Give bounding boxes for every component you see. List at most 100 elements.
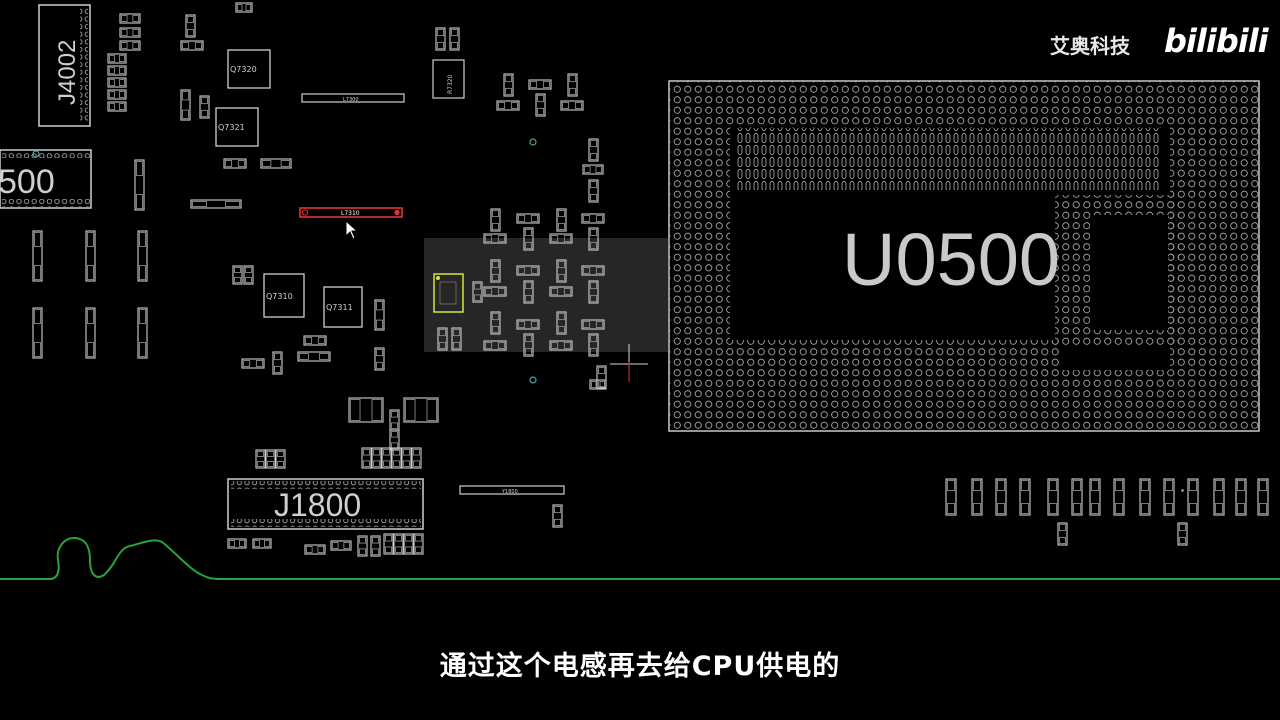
passive-component	[971, 478, 983, 516]
highlighted-ic-yellow[interactable]	[433, 273, 464, 313]
passive-component	[549, 233, 573, 244]
j4002-connector[interactable]: J4002	[38, 4, 91, 127]
passive-component	[451, 327, 462, 351]
passive-component	[374, 347, 385, 371]
passive-component	[255, 449, 266, 469]
passive-component	[304, 544, 326, 555]
passive-component	[528, 79, 552, 90]
passive-component	[297, 351, 331, 362]
passive-component	[235, 2, 253, 13]
passive-component	[393, 533, 404, 555]
passive-component	[374, 299, 385, 331]
l7300-inductor[interactable]: L7300	[301, 93, 405, 103]
passive-component	[560, 100, 584, 111]
q7310-mosfet[interactable]: Q7310	[263, 273, 305, 318]
passive-component	[1181, 489, 1184, 492]
passive-component	[1139, 478, 1151, 516]
passive-component	[241, 358, 265, 369]
passive-component	[1057, 522, 1068, 546]
passive-component	[403, 533, 414, 555]
passive-component	[535, 93, 546, 117]
passive-component	[232, 265, 243, 285]
j1800-connector[interactable]: J1800	[227, 478, 424, 530]
bilibili-logo: bilibili	[1164, 22, 1269, 60]
passive-component	[588, 333, 599, 357]
r7320-component[interactable]: R7320	[432, 59, 465, 99]
passive-component	[32, 230, 43, 282]
q7311-mosfet[interactable]: Q7311	[323, 286, 363, 328]
video-subtitle: 通过这个电感再去给CPU供电的	[439, 651, 841, 682]
passive-component	[32, 307, 43, 359]
passive-component	[549, 340, 573, 351]
passive-component	[137, 307, 148, 359]
passive-component	[516, 265, 540, 276]
passive-component	[107, 89, 127, 100]
q7321-mosfet[interactable]: Q7321	[215, 107, 259, 147]
passive-component	[490, 311, 501, 335]
passive-component	[265, 449, 276, 469]
passive-component	[303, 335, 327, 346]
passive-component	[185, 14, 196, 38]
passive-component	[383, 533, 394, 555]
passive-component	[1235, 478, 1247, 516]
passive-component	[381, 447, 392, 469]
passive-component	[1213, 478, 1225, 516]
passive-component	[588, 179, 599, 203]
passive-component	[1019, 478, 1031, 516]
passive-component	[180, 40, 204, 51]
passive-component	[523, 280, 534, 304]
passive-component	[119, 40, 141, 51]
passive-component	[503, 73, 514, 97]
passive-component	[588, 138, 599, 162]
passive-component	[472, 281, 483, 303]
passive-component	[361, 447, 372, 469]
passive-component	[483, 286, 507, 297]
test-point	[32, 150, 40, 158]
passive-component	[588, 227, 599, 251]
u0500-bga-package[interactable]: U0500	[668, 80, 1260, 432]
j1800-label: J1800	[274, 487, 361, 523]
passive-component	[119, 27, 141, 38]
passive-component	[581, 213, 605, 224]
q7310-label: Q7310	[266, 292, 293, 301]
passive-component	[582, 164, 604, 175]
passive-component	[275, 449, 286, 469]
passive-component	[581, 265, 605, 276]
passive-component	[1177, 522, 1188, 546]
passive-component	[523, 227, 534, 251]
passive-component	[243, 265, 254, 285]
left-connector[interactable]: 500	[0, 149, 92, 209]
passive-component	[516, 213, 540, 224]
q7321-label: Q7321	[218, 123, 245, 132]
passive-component	[483, 340, 507, 351]
passive-component	[227, 538, 247, 549]
passive-component	[119, 13, 141, 24]
passive-component	[85, 230, 96, 282]
passive-component	[552, 504, 563, 528]
passive-component	[995, 478, 1007, 516]
passive-component	[252, 538, 272, 549]
passive-component	[391, 447, 402, 469]
passive-component	[1089, 478, 1101, 516]
passive-component	[588, 280, 599, 304]
channel-watermark: 艾奥科技	[1050, 34, 1130, 58]
test-point	[529, 376, 537, 384]
passive-component	[523, 333, 534, 357]
l7310-inductor-highlighted[interactable]: L7310	[299, 207, 403, 218]
q7320-mosfet[interactable]: Q7320	[227, 49, 271, 89]
passive-component	[490, 208, 501, 232]
passive-component	[403, 397, 439, 423]
passive-component	[199, 95, 210, 119]
passive-component	[496, 100, 520, 111]
y1800-inductor[interactable]: Y1800	[459, 485, 565, 495]
j4002-label: J4002	[54, 40, 81, 105]
passive-component	[556, 208, 567, 232]
passive-component	[437, 327, 448, 351]
passive-component	[107, 101, 127, 112]
passive-component	[1163, 478, 1175, 516]
u0500-label: U0500	[842, 218, 1060, 301]
passive-component	[401, 447, 412, 469]
passive-component	[107, 53, 127, 64]
r7320-label: R7320	[447, 74, 454, 94]
